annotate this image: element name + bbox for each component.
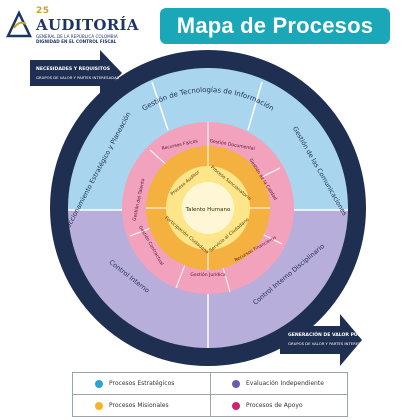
legend-divider-v [210,373,211,416]
legend-label: Evaluación Independiente [246,380,324,387]
legend-item-apoyo: Procesos de Apoyo [210,395,347,416]
band-dividers [68,81,348,348]
legend-dot-icon [95,379,103,388]
page-title: Mapa de Procesos [160,8,390,44]
auditoria-logo: 25 AUDITORÍA GENERAL DE LA REPÚBLICA COL… [4,4,154,46]
logo-motto: DIGNIDAD EN EL CONTROL FISCAL [36,39,117,44]
legend-item-misionales: Procesos Misionales [73,395,210,416]
legend-label: Procesos Estratégicos [109,380,175,387]
center-label: Talento Humano [185,207,231,213]
legend-dot-icon [95,401,103,410]
legend-item-estrategicos: Procesos Estratégicos [73,373,210,394]
legend-label: Procesos de Apoyo [246,402,303,409]
label-gestion-juridica: Gestión Jurídica [190,271,226,278]
output-arrow-title: GENERACIÓN DE VALOR PÚBLICO [288,331,373,338]
logo-star-icon [6,10,32,38]
logo-name: AUDITORÍA [36,16,139,34]
legend-item-evaluacion: Evaluación Independiente [210,373,347,394]
output-arrow-sub: GRUPOS DE VALOR Y PARTES INTERESADAS [288,341,372,346]
legend-dot-icon [232,401,240,410]
logo-subtitle: GENERAL DE LA REPÚBLICA COLOMBIA [36,34,118,39]
legend-dot-icon [232,379,240,388]
center-circle [182,182,234,234]
input-arrow-title: NECESIDADES Y REQUISITOS [36,66,110,72]
logo-anniversary: 25 [36,6,50,16]
input-arrow [30,50,122,96]
input-arrow-sub: GRUPOS DE VALOR Y PARTES INTERESADAS [36,75,120,80]
legend: Procesos Estratégicos Evaluación Indepen… [72,372,348,417]
legend-label: Procesos Misionales [109,402,169,409]
